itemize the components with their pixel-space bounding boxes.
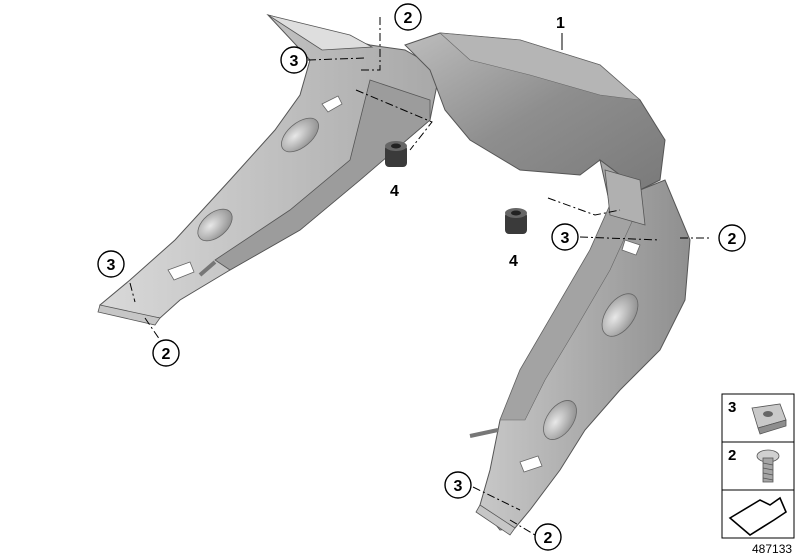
legend-box: 3 2 (721, 393, 795, 539)
grommet-right (505, 208, 527, 234)
left-boss-top (281, 117, 319, 153)
callout-nut-bottom: 3 (444, 471, 472, 499)
svg-text:2: 2 (728, 231, 737, 248)
top-left-bracket (267, 14, 374, 51)
clip-nut-icon (751, 403, 787, 435)
frame-top-ridge (439, 32, 641, 101)
right-slot-bottom (519, 455, 543, 473)
callout-screw-left: 2 (152, 339, 180, 367)
frame-right-inner (499, 204, 636, 421)
stud-left (198, 260, 217, 277)
callout-screw-bottom: 2 (534, 523, 562, 551)
svg-text:2: 2 (404, 10, 413, 27)
stud-right (469, 428, 499, 438)
legend-row2-number: 2 (728, 447, 736, 464)
legend-row1-number: 3 (728, 399, 736, 416)
left-foot (97, 304, 161, 326)
grommet-left (385, 141, 407, 167)
svg-text:3: 3 (561, 230, 570, 247)
left-slot-bottom (167, 261, 195, 281)
right-foot (475, 504, 516, 536)
callout-nut-left: 3 (97, 250, 125, 278)
document-number: 487133 (752, 542, 792, 556)
callout-screw-top: 2 (394, 3, 422, 31)
callout-frame: 1 (556, 15, 565, 32)
svg-text:2: 2 (162, 346, 171, 363)
callout-grommet-left: 4 (390, 183, 399, 200)
right-slot-top (621, 239, 641, 256)
left-boss-mid (197, 208, 233, 242)
callout-nut-top: 3 (280, 46, 308, 74)
callout-screw-right: 2 (718, 224, 746, 252)
svg-text:3: 3 (454, 478, 463, 495)
right-boss-top (601, 293, 639, 337)
svg-text:3: 3 (107, 257, 116, 274)
left-slot-top (321, 95, 343, 113)
direction-arrow-icon (728, 496, 787, 536)
frame-left-flange (214, 79, 431, 271)
screw-icon (756, 449, 780, 483)
right-boss-bottom (543, 400, 577, 440)
leader-lines (129, 17, 710, 536)
callout-nut-right: 3 (551, 223, 579, 251)
svg-text:3: 3 (290, 53, 299, 70)
svg-text:2: 2 (544, 530, 553, 547)
callout-grommet-right: 4 (509, 253, 518, 270)
main-frame (97, 14, 691, 536)
